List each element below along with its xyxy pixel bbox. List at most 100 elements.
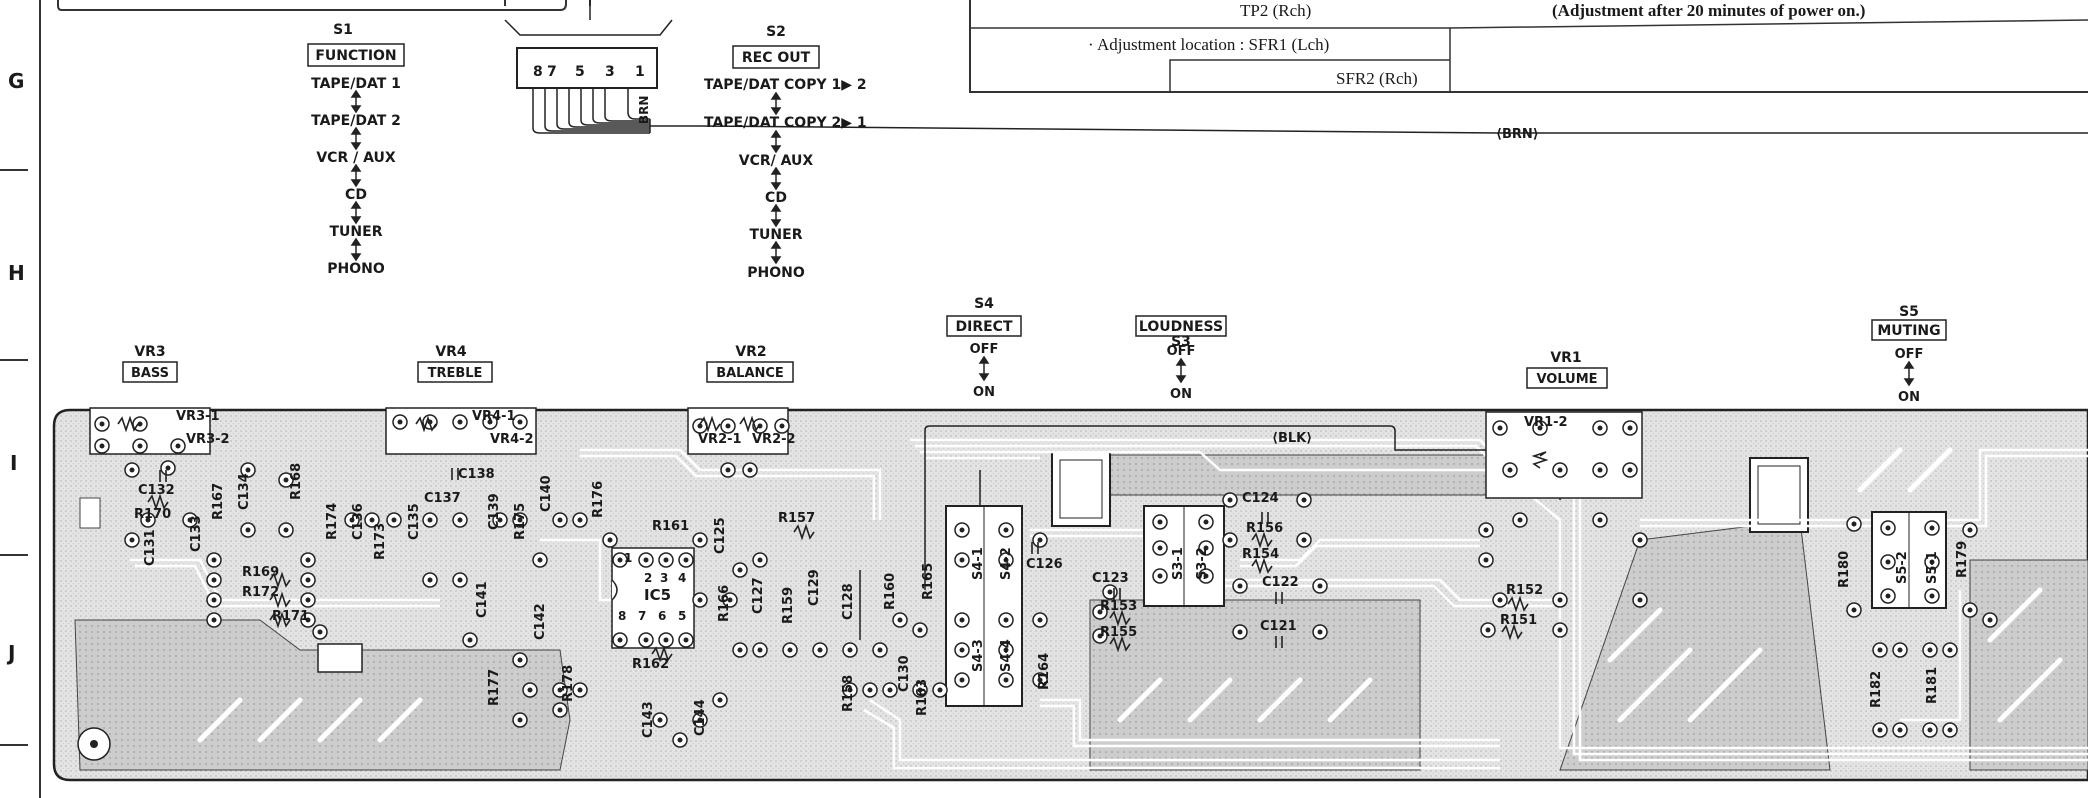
conn-brn-label: BRN	[637, 96, 651, 124]
solder-pad-hole	[1637, 597, 1643, 603]
solder-pad-hole	[1637, 537, 1643, 543]
solder-pad-hole	[165, 465, 171, 471]
solder-pad-hole	[877, 647, 883, 653]
solder-pad-hole	[187, 517, 193, 523]
s3-1-label: S3-1	[1171, 547, 1186, 580]
solder-pad-hole	[617, 557, 623, 563]
ic5-pin-7: 7	[638, 609, 646, 623]
solder-pad-hole	[517, 657, 523, 663]
label-c136: C136	[351, 503, 366, 540]
solder-pad-hole	[349, 517, 355, 523]
conn-pin-5: 5	[575, 64, 585, 80]
vr1-id: VR1	[1550, 350, 1581, 366]
label-c144: C144	[693, 699, 708, 736]
vr2-1-label: VR2-1	[698, 432, 742, 447]
solder-pad-hole	[725, 467, 731, 473]
solder-pad-hole	[1507, 467, 1513, 473]
s4-off: OFF	[970, 342, 999, 357]
solder-pad-hole	[1107, 589, 1113, 595]
solder-pad-hole	[457, 517, 463, 523]
solder-pad-hole	[175, 443, 181, 449]
solder-pad-hole	[527, 687, 533, 693]
solder-pad-hole	[959, 557, 965, 563]
label-r178: R178	[561, 665, 576, 702]
label-c140: C140	[539, 475, 554, 512]
s5-1-label: S5-1	[1925, 551, 1940, 584]
label-r151: R151	[1500, 613, 1537, 628]
s5-on: ON	[1898, 390, 1920, 405]
brn-wire-tag: ⟨BRN⟩	[1496, 127, 1539, 142]
solder-pad-hole	[1557, 467, 1563, 473]
solder-pad-hole	[305, 577, 311, 583]
tp2-label: TP2 (Rch)	[1240, 1, 1311, 20]
solder-pad-hole	[1037, 537, 1043, 543]
s2-pos-4: CD	[765, 190, 787, 206]
label-r170: R170	[134, 507, 171, 522]
s5-2-label: S5-2	[1895, 551, 1910, 584]
solder-pad-hole	[1237, 629, 1243, 635]
label-c128: C128	[841, 583, 856, 620]
solder-pad-hole	[1483, 527, 1489, 533]
label-r157: R157	[778, 511, 815, 526]
vr4-name: TREBLE	[428, 366, 483, 381]
solder-pad-hole	[99, 443, 105, 449]
solder-pad-hole	[1317, 629, 1323, 635]
solder-pad-hole	[959, 647, 965, 653]
grid-row-i: I	[10, 451, 17, 475]
solder-pad-hole	[1003, 647, 1009, 653]
solder-pad-hole	[643, 637, 649, 643]
conn-pin-1: 1	[635, 64, 645, 80]
solder-pad-hole	[1897, 647, 1903, 653]
label-r179: R179	[1955, 541, 1970, 578]
label-c121: C121	[1260, 619, 1297, 634]
label-r154: R154	[1242, 547, 1279, 562]
ic5-pin-6: 6	[658, 609, 666, 623]
solder-pad-hole	[1851, 607, 1857, 613]
solder-pad-hole	[1203, 573, 1209, 579]
s5-id: S5	[1899, 304, 1919, 320]
solder-pad-hole	[1851, 521, 1857, 527]
s1-pos-2: TAPE/DAT 2	[311, 113, 401, 129]
solder-pad-hole	[697, 423, 703, 429]
solder-pad-hole	[1097, 633, 1103, 639]
solder-pad-hole	[1037, 677, 1043, 683]
vr4-id: VR4	[435, 344, 467, 360]
s4-1-label: S4-1	[971, 547, 986, 580]
label-r171: R171	[272, 609, 309, 624]
solder-pad-hole	[1301, 497, 1307, 503]
solder-pad-hole	[1929, 525, 1935, 531]
solder-pad-hole	[537, 557, 543, 563]
solder-pad-hole	[517, 517, 523, 523]
solder-pad-hole	[1003, 617, 1009, 623]
vr3-id: VR3	[134, 344, 165, 360]
solder-pad-hole	[1597, 467, 1603, 473]
solder-pad-hole	[1947, 727, 1953, 733]
solder-pad-hole	[847, 687, 853, 693]
solder-pad-hole	[1927, 647, 1933, 653]
label-r168: R168	[289, 463, 304, 500]
solder-pad-hole	[391, 517, 397, 523]
conn-pin-3: 3	[605, 64, 615, 80]
solder-pad-hole	[727, 597, 733, 603]
solder-pad-hole	[1003, 557, 1009, 563]
solder-pad-hole	[725, 423, 731, 429]
vr-labels: VR3 BASS VR4 TREBLE VR2 BALANCE VR1 VOLU…	[122, 344, 1608, 389]
s2-name: REC OUT	[742, 50, 811, 66]
solder-pad-hole	[1037, 617, 1043, 623]
solder-pad-hole	[1537, 425, 1543, 431]
ic5-label: IC5	[644, 586, 671, 604]
label-c122: C122	[1262, 575, 1299, 590]
solder-pad-hole	[683, 637, 689, 643]
solder-pad-hole	[1485, 627, 1491, 633]
solder-pad-hole	[1597, 425, 1603, 431]
solder-pad-hole	[1497, 597, 1503, 603]
solder-pad-hole	[1227, 537, 1233, 543]
solder-pad-hole	[317, 629, 323, 635]
solder-pad-hole	[737, 647, 743, 653]
solder-pad-hole	[697, 717, 703, 723]
solder-pad-hole	[1885, 559, 1891, 565]
label-c133: C133	[189, 515, 204, 552]
solder-pad-hole	[427, 517, 433, 523]
s4-id: S4	[974, 296, 994, 312]
solder-pad-hole	[643, 557, 649, 563]
